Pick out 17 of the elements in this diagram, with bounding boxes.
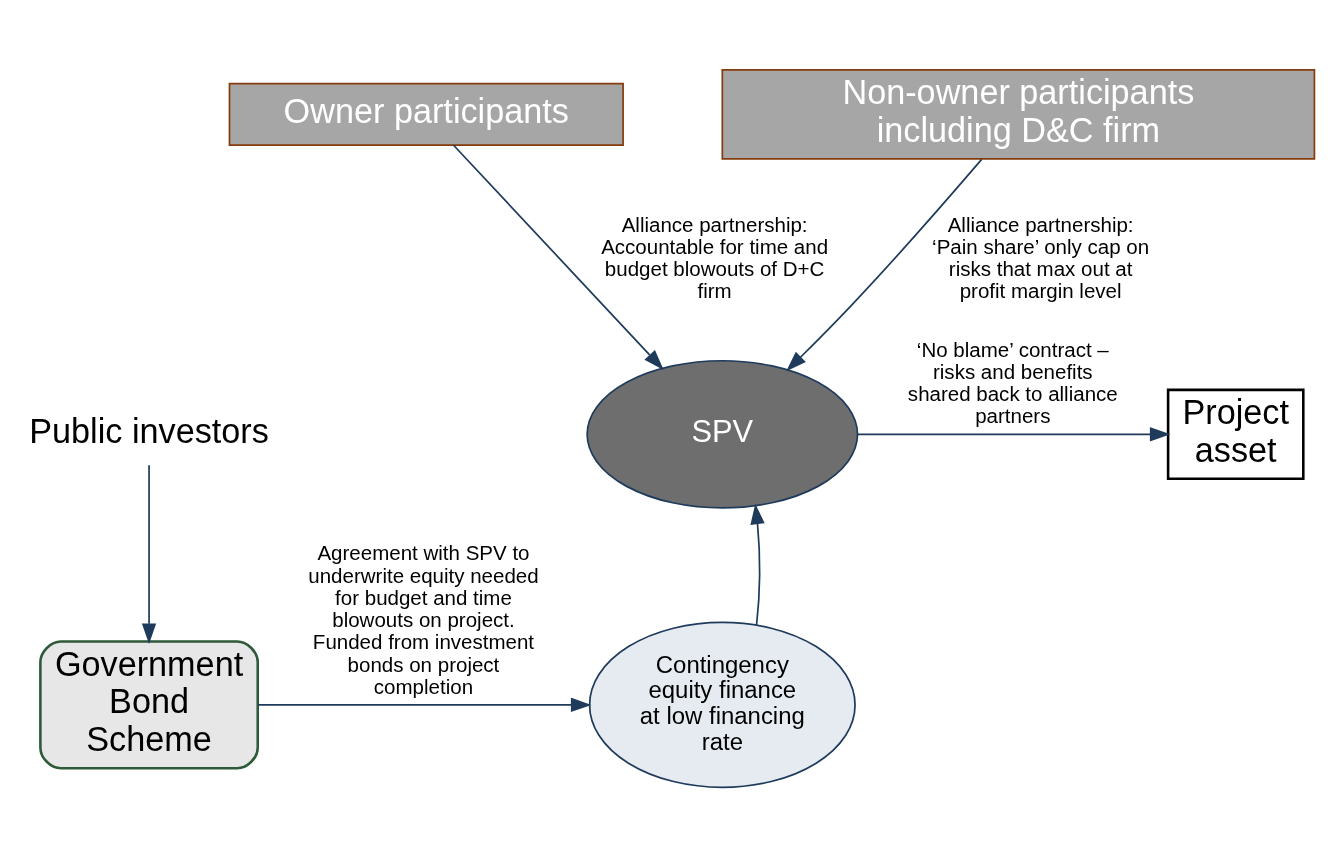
edge-label: Alliance partnership: ‘Pain share’ only cap on risks that max out at profit margin level <box>932 212 1150 302</box>
arrow <box>257 697 592 712</box>
node-ellipse: SPV <box>586 359 859 509</box>
node-box: Non-owner participants including D&C firm <box>721 68 1316 160</box>
arrow <box>750 503 765 626</box>
node-text: Public investors <box>29 411 269 450</box>
node-box: Owner participants <box>228 82 624 146</box>
arrow <box>786 158 983 371</box>
arrow <box>141 463 157 644</box>
node-box: Government Bond Scheme <box>39 639 259 769</box>
node-ellipse: Contingency equity finance at low financing rate <box>588 621 856 788</box>
edge-label: Alliance partnership: Accountable for time and budget blowouts of D+C firm <box>601 212 829 302</box>
edge-label: ‘No blame’ contract – risks and benefits shared back to alliance partners <box>907 337 1118 427</box>
node-box: Project asset <box>1166 388 1305 480</box>
arrow <box>857 426 1171 442</box>
arrow <box>452 143 664 370</box>
edge-label: Agreement with SPV to underwrite equity needed for budget and time blowouts on project. Funded from investment bonds on project completion <box>308 540 539 698</box>
